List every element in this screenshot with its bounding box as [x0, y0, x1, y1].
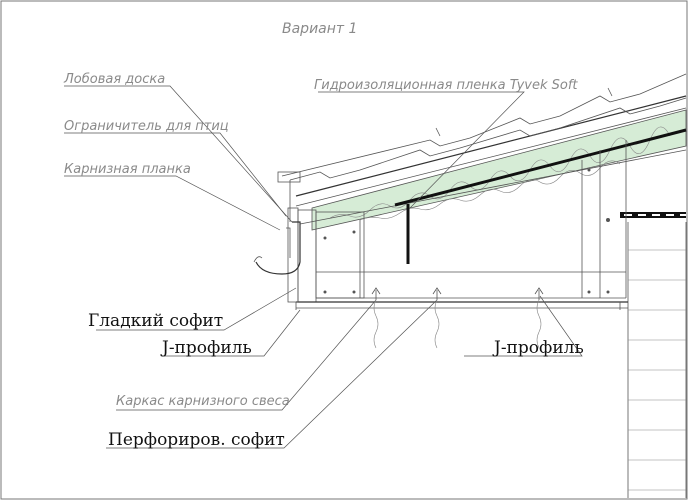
variant-title: Вариант 1: [282, 21, 357, 37]
roofing-profile-2: [289, 97, 687, 181]
roof-top-line: [295, 95, 687, 197]
vent-arrows: [371, 287, 544, 300]
insulation-hatch-2: [359, 160, 621, 221]
insulation-hatch: [329, 126, 671, 219]
nail-2: [607, 87, 613, 97]
fascia-and-gutter: [253, 171, 301, 303]
label-j-profile-right: J-профиль: [492, 338, 584, 358]
leader-lines: [64, 85, 583, 449]
label-eaves-strip: Карнизная планка: [64, 162, 191, 177]
membrane-line: [394, 128, 687, 207]
label-perforated-soffit: Перфориров. софит: [108, 430, 285, 450]
label-bird-stop: Ограничитель для птиц: [64, 119, 229, 134]
vent-squiggle-2: [434, 299, 440, 349]
soffit: [295, 301, 628, 310]
roof-deck-line: [295, 107, 687, 207]
wall-siding: [627, 222, 687, 498]
roofing-profile: [281, 73, 687, 177]
nail-1: [435, 127, 441, 137]
label-fascia-board: Лобовая доска: [63, 72, 165, 87]
vent-squiggle-1: [373, 299, 379, 349]
roof-insulation: [311, 109, 687, 231]
label-smooth-soffit: Гладкий софит: [88, 311, 223, 331]
label-j-profile-left: J-профиль: [160, 338, 252, 358]
label-overhang-frame: Каркас карнизного свеса: [116, 394, 290, 409]
overhang-frame: [297, 140, 627, 303]
label-membrane: Гидроизоляционная пленка Tyvek Soft: [314, 78, 578, 93]
vent-squiggle-3: [536, 299, 542, 349]
